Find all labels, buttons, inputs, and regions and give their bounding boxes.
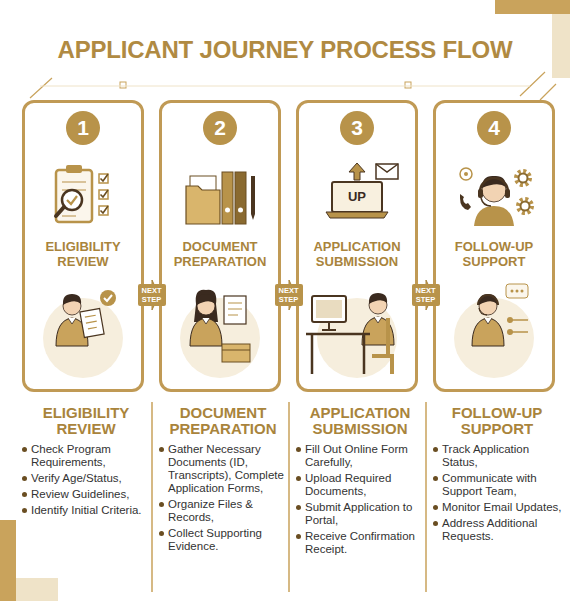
bullet-item: Check Program Requirements,	[21, 443, 151, 469]
column-heading: DOCUMENT PREPARATION	[158, 405, 288, 437]
bullet-item: Receive Confirmation Receipt.	[295, 530, 425, 556]
card-label: FOLLOW-UP SUPPORT	[438, 239, 550, 269]
step-details: FOLLOW-UP SUPPORT Track Application Statu…	[432, 405, 562, 546]
bullet-item: Review Guidelines,	[21, 488, 151, 501]
step-details: ELIGIBILITY REVIEW Check Program Requirem…	[21, 405, 151, 520]
bullet-item: Identify Initial Criteria.	[21, 504, 151, 517]
step-details: APPLICATION SUBMISSION Fill Out Online Fo…	[295, 405, 425, 559]
bullet-item: Communicate with Support Team,	[432, 472, 562, 498]
card-label: DOCUMENT PREPARATION	[164, 239, 276, 269]
step-number: 2	[203, 111, 237, 145]
column-heading: ELIGIBILITY REVIEW	[21, 405, 151, 437]
card-label: APPLICATION SUBMISSION	[301, 239, 413, 269]
bullet-item: Track Application Status,	[432, 443, 562, 469]
arrow-label: NEXT STEP	[275, 284, 303, 306]
bullet-item: Upload Required Documents,	[295, 472, 425, 498]
column-heading: FOLLOW-UP SUPPORT	[432, 405, 562, 437]
arrow-label: NEXT STEP	[138, 284, 166, 306]
step-details: DOCUMENT PREPARATION Gather Necessary Doc…	[158, 405, 288, 556]
arrow-label: NEXT STEP	[412, 284, 440, 306]
bullet-item: Address Additional Requests.	[432, 517, 562, 543]
step-number: 3	[340, 111, 374, 145]
process-card: 3APPLICATION SUBMISSIONAPPLICATION SUBMI…	[296, 100, 418, 392]
process-card: 2DOCUMENT PREPARATIONDOCUMENT PREPARATIO…	[159, 100, 281, 392]
column-heading: APPLICATION SUBMISSION	[295, 405, 425, 437]
bullet-item: Fill Out Online Form Carefully,	[295, 443, 425, 469]
bullet-item: Verify Age/Status,	[21, 472, 151, 485]
bullet-item: Gather Necessary Documents (ID, Transcri…	[158, 443, 288, 495]
step-number: 4	[477, 111, 511, 145]
bullet-item: Organize Files & Records,	[158, 498, 288, 524]
process-card: 4FOLLOW-UP SUPPORTFOLLOW-UP SUPPORTTrack…	[433, 100, 555, 392]
title: APPLICANT JOURNEY PROCESS FLOW	[0, 36, 570, 64]
screen-label: UP	[337, 189, 377, 205]
bullet-item: Monitor Email Updates,	[432, 501, 562, 514]
process-card: 1ELIGIBILITY REVIEWELIGIBILITY REVIEWChe…	[22, 100, 144, 392]
bullet-item: Submit Application to Portal,	[295, 501, 425, 527]
step-number: 1	[66, 111, 100, 145]
card-label: ELIGIBILITY REVIEW	[27, 239, 139, 269]
bullet-item: Collect Supporting Evidence.	[158, 527, 288, 553]
